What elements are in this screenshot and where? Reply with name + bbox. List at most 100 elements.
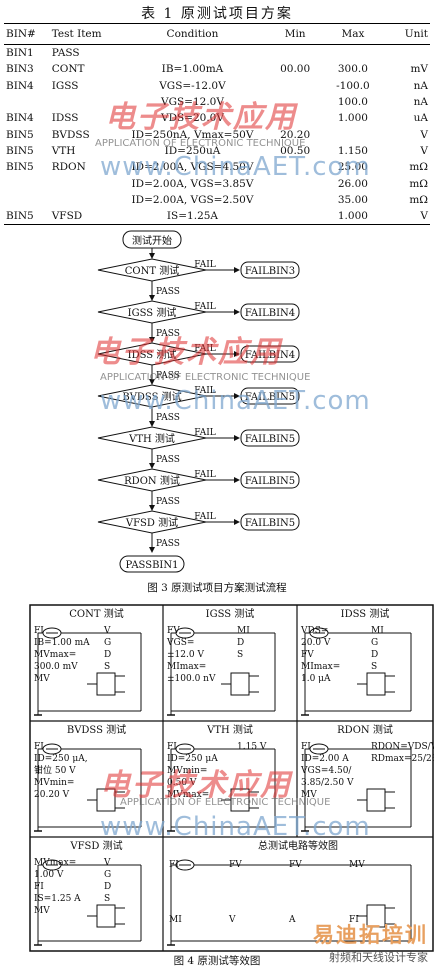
fail-label: FAIL [194, 512, 216, 522]
end-label: PASSBIN1 [126, 560, 179, 571]
cell-bin [4, 192, 50, 208]
header-max: Max [323, 23, 382, 45]
panel-label: MVmax= [34, 858, 76, 868]
panel-label: MI [371, 626, 384, 636]
pass-label: PASS [156, 371, 180, 381]
panel-label: 3.85/2.50 V [301, 778, 354, 788]
panel-label: ID=250 μA, [34, 754, 88, 764]
circuit-frame [29, 604, 434, 952]
panel-label: RDmax=25/26/35 mΩ [371, 754, 434, 764]
mosfet-symbol [96, 904, 116, 928]
panel-label: 钳位 50 V [34, 764, 76, 776]
arrow-head [234, 351, 240, 357]
arrow-head [234, 477, 240, 483]
arrow-head [234, 309, 240, 315]
cell-bin: BIN4 [6, 112, 34, 125]
panel-label: 1.00 V [34, 870, 64, 880]
cell-max [324, 126, 382, 142]
cell-test-item: PASS [51, 47, 80, 60]
panel-label: FI [349, 915, 359, 925]
cell-unit: V [420, 144, 428, 157]
panel-label: MV [301, 790, 317, 800]
panel-label: FI [169, 860, 179, 870]
header-unit: Unit [381, 23, 430, 45]
header-test-item: Test Item [49, 23, 119, 45]
cell-bin: BIN5 [6, 161, 34, 174]
cell-bin [4, 175, 50, 191]
panel-label: MImax= [301, 662, 340, 672]
cell-min: 20.20 [280, 128, 311, 141]
cell-condition: VDS=20.0V [160, 112, 224, 125]
panel-label: MI [169, 915, 182, 925]
logo-title: 易迪拓培训 [313, 923, 428, 947]
cell-unit: uA [413, 112, 428, 125]
cell-max: 25.00 [337, 161, 368, 174]
pass-label: PASS [156, 329, 180, 339]
panel-label: FV [229, 860, 242, 870]
end-node [119, 555, 185, 573]
cell-test-item: RDON [51, 161, 86, 174]
cell-unit: V [381, 207, 430, 226]
mosfet-symbol [96, 672, 116, 696]
panel-label: S [104, 662, 110, 672]
arrow-head [234, 267, 240, 273]
fail-node [240, 345, 300, 363]
arrow-head [234, 519, 240, 525]
cell-max: 1.150 [337, 144, 368, 157]
cell-unit: V [420, 128, 428, 141]
panel-label: FV [289, 860, 302, 870]
cell-condition: ID=2.00A, VGS=2.50V [131, 193, 254, 206]
cell-min [266, 78, 324, 94]
panel-label: MVmax= [34, 650, 76, 660]
panel-label: FV [301, 650, 314, 660]
panel-label: FI [301, 742, 311, 752]
pass-label: PASS [156, 539, 180, 549]
fail-bin-label: FAILBIN3 [245, 266, 295, 277]
pass-label: PASS [156, 413, 180, 423]
cell-max [324, 45, 382, 62]
cell-bin [4, 94, 50, 110]
panel-label: D [104, 650, 111, 660]
cell-min [266, 110, 324, 126]
panel-title: BVDSS 测试 [67, 723, 126, 736]
panel-label: V [228, 915, 236, 925]
fail-label: FAIL [194, 260, 216, 270]
panel-label: 1.15 V [237, 742, 267, 752]
cell-max: 1.000 [323, 207, 382, 226]
panel-label: MV [34, 906, 50, 916]
panel-title: IGSS 测试 [206, 607, 255, 620]
pass-label: PASS [156, 287, 180, 297]
panel-label: IS=1.25 A [34, 894, 81, 904]
decision-label: VTH 测试 [128, 432, 175, 445]
panel-label: RDON=VDS/VID(A) [371, 741, 434, 752]
corner-logo: 易迪拓培训 射频和天线设计专家 [313, 919, 428, 965]
decision-label: IGSS 测试 [128, 306, 177, 319]
panel-label: 20.0 V [301, 638, 331, 648]
panel-label: MV [349, 860, 365, 870]
fail-bin-label: FAILBIN5 [245, 518, 295, 529]
cell-max: 100.0 [337, 96, 368, 109]
panel-title: CONT 测试 [69, 607, 123, 620]
panel-label: 0.50 V [167, 778, 197, 788]
decision-label: VFSD 测试 [125, 516, 178, 529]
panel-label: S [104, 894, 110, 904]
cell-test-item: VFSD [49, 207, 119, 226]
cell-test-item [50, 94, 119, 110]
cell-min: 00.50 [280, 144, 311, 157]
cell-min [266, 94, 324, 110]
cell-bin: BIN3 [6, 63, 34, 76]
header-condition: Condition [118, 23, 267, 45]
panel-label: G [371, 638, 378, 648]
decision-label: CONT 测试 [125, 264, 179, 277]
panel-title: RDON 测试 [337, 723, 393, 736]
cell-condition: VGS=-12.0V [159, 79, 226, 92]
cell-bin: BIN4 [6, 79, 34, 92]
